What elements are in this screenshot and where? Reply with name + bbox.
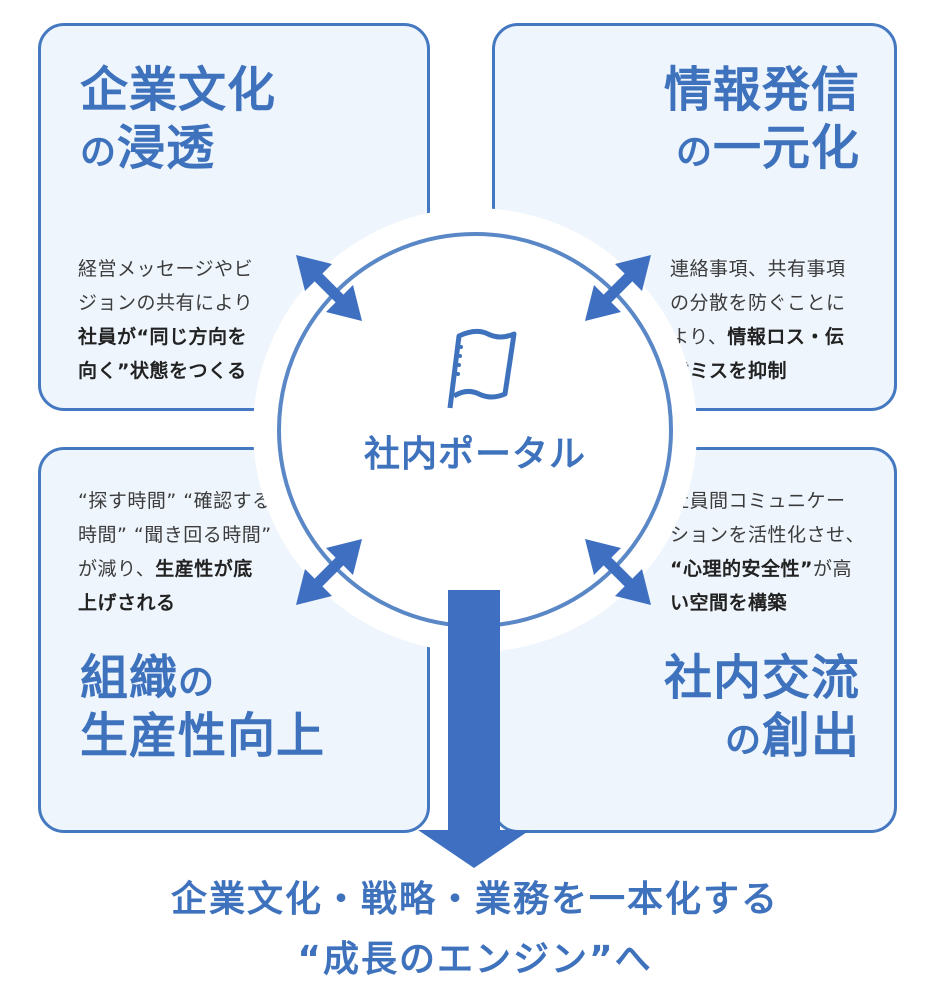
title-culture-line2: 浸透 (117, 119, 216, 176)
desc-culture-line4: 向く”状態をつくる (78, 360, 247, 382)
title-communication-line2: 創出 (761, 707, 860, 764)
title-culture: 企業文化 の浸透 (80, 62, 276, 177)
desc-culture-line1: 経営メッセージやビ (78, 258, 254, 280)
desc-productivity: “探す時間” “確認する 時間” “聞き回る時間” が減り、生産性が底 上げされ… (78, 484, 272, 620)
desc-communication: 社員間コミュニケー ションを活性化させ、 “心理的安全性”が高 い空間を構築 (670, 484, 865, 620)
desc-productivity-line2: 時間” “聞き回る時間” (78, 524, 272, 546)
desc-information-line3-bold: 情報ロス・伝 (727, 326, 845, 348)
bottom-message-line1: 企業文化・戦略・業務を一本化する (170, 879, 779, 920)
bottom-message-line2: “成長のエンジン”へ (297, 939, 653, 980)
arrow-top-right (601, 271, 635, 305)
title-communication-line1: 社内交流 (663, 650, 860, 706)
title-productivity: 組織の 生産性向上 (80, 650, 325, 765)
arrow-bottom-left-head-inner (326, 539, 362, 575)
desc-productivity-line3-bold: 生産性が底 (155, 558, 253, 580)
desc-information: 連絡事項、共有事項 の分散を防ぐことに より、情報ロス・伝 達ミスを抑制 (670, 252, 846, 388)
desc-information-line1: 連絡事項、共有事項 (670, 258, 846, 280)
flag-icon (447, 328, 517, 409)
arrow-top-left (312, 271, 346, 305)
arrow-bottom-right (601, 555, 635, 589)
down-arrow (418, 590, 530, 868)
desc-productivity-line4: 上げされる (78, 592, 176, 614)
title-communication: 社内交流 の創出 (560, 650, 860, 765)
arrow-top-left-head-inner (326, 285, 362, 321)
desc-culture-line3: 社員が“同じ方向を (78, 326, 247, 348)
desc-information-line4: 達ミスを抑制 (670, 360, 788, 382)
title-productivity-particle: の (178, 662, 216, 703)
arrow-bottom-right-head-outer (615, 569, 651, 605)
title-information-line2: 一元化 (712, 119, 860, 176)
desc-communication-line3-bold: “心理的安全性” (670, 558, 813, 580)
desc-productivity-line3-plain: が減り、 (78, 558, 156, 580)
desc-communication-line4: い空間を構築 (670, 592, 788, 614)
desc-culture-line2: ジョンの共有により (78, 292, 254, 314)
arrow-bottom-left (312, 555, 346, 589)
arrow-top-right-head-outer (615, 255, 651, 291)
title-information: 情報発信 の一元化 (560, 62, 860, 177)
desc-information-line3-plain: より、 (670, 326, 728, 348)
title-information-particle: の (675, 131, 713, 173)
arrow-top-left-head-outer (296, 255, 332, 291)
title-culture-line1: 企業文化 (80, 62, 277, 118)
arrow-bottom-right-head-inner (585, 539, 621, 575)
title-culture-particle: の (80, 131, 118, 173)
desc-communication-line1: 社員間コミュニケー (670, 490, 846, 512)
center-label: 社内ポータル (363, 434, 586, 475)
desc-information-line2: の分散を防ぐことに (670, 292, 846, 314)
title-information-line1: 情報発信 (663, 62, 860, 118)
arrow-top-right-head-inner (585, 285, 621, 321)
desc-communication-line2: ションを活性化させ、 (670, 524, 866, 546)
title-communication-particle: の (724, 719, 762, 761)
arrow-bottom-left-head-outer (296, 569, 332, 605)
desc-culture: 経営メッセージやビ ジョンの共有により 社員が“同じ方向を 向く”状態をつくる (78, 252, 253, 388)
desc-communication-line3-plain: が高 (812, 558, 852, 580)
desc-productivity-line1: “探す時間” “確認する (78, 490, 272, 512)
title-productivity-line2: 生産性向上 (80, 707, 326, 764)
title-productivity-line1: 組織 (80, 650, 179, 706)
